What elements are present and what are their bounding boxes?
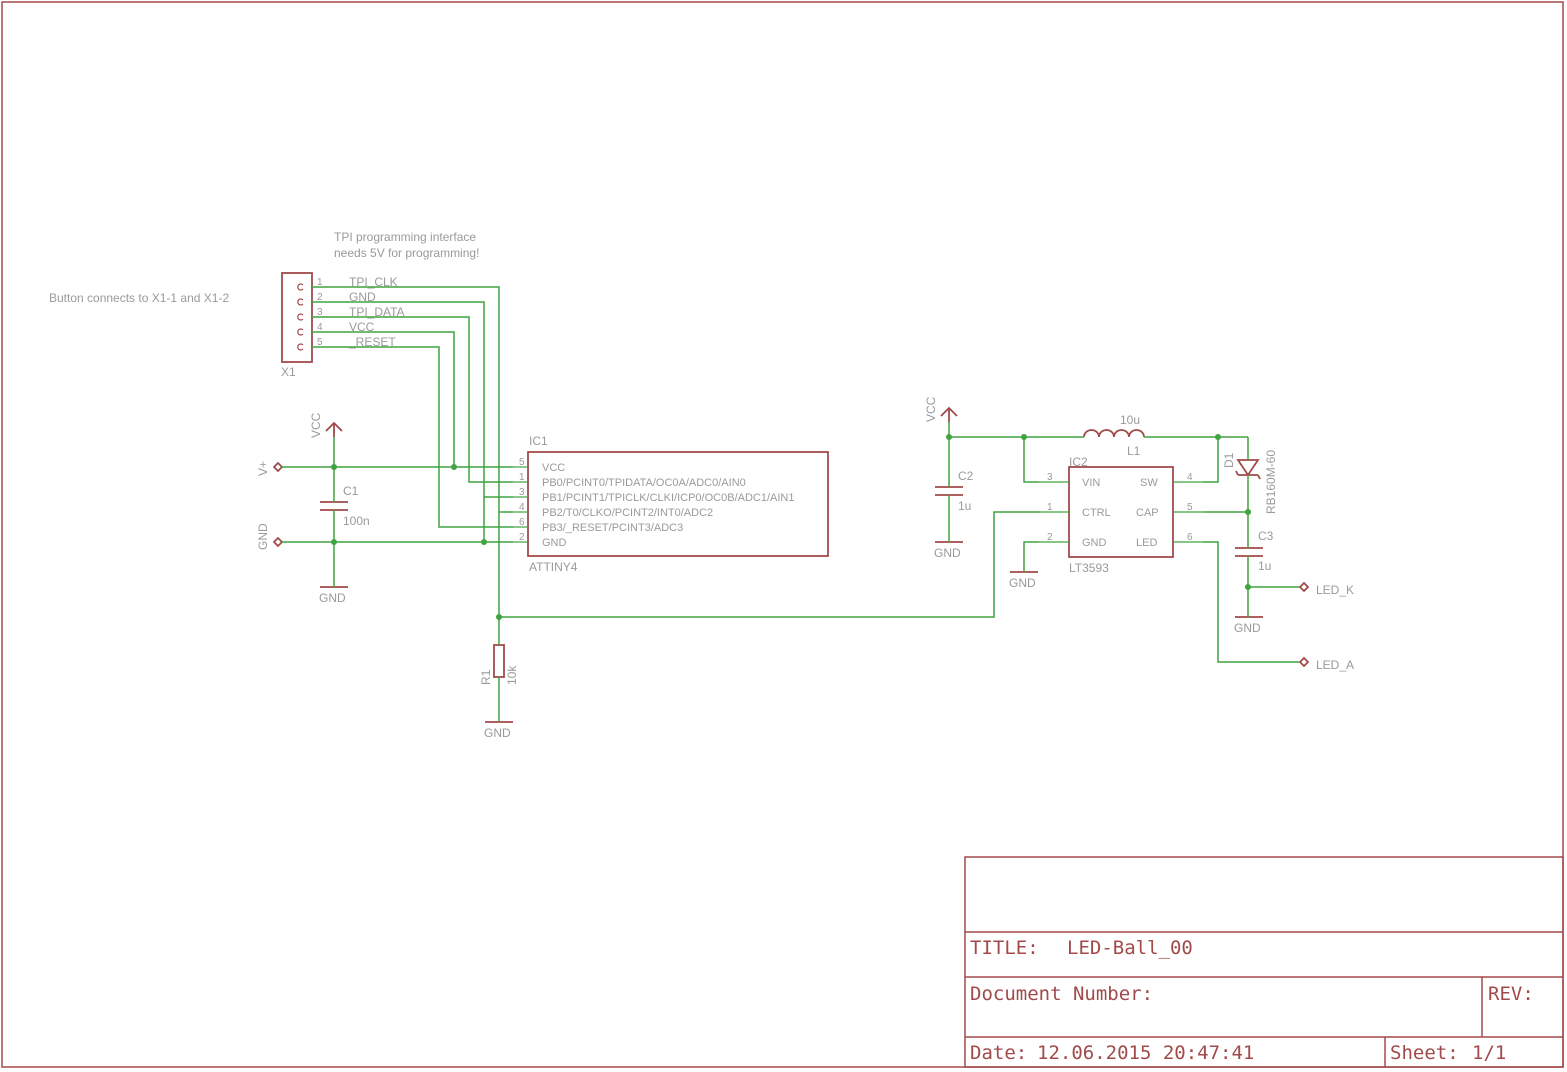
c1-name: C1 xyxy=(343,484,359,498)
c2-gnd-label: GND xyxy=(934,546,961,560)
c1-value: 100n xyxy=(343,514,370,528)
port-led-a-label: LED_A xyxy=(1316,658,1354,672)
c3-name: C3 xyxy=(1258,529,1274,543)
ic2-pin-label: CAP xyxy=(1136,507,1159,519)
note-button: Button connects to X1-1 and X1-2 xyxy=(49,291,229,305)
c2-name: C2 xyxy=(958,469,974,483)
r1-resistor: R1 10k GND xyxy=(479,644,519,740)
ctrl-wires xyxy=(498,511,1039,722)
x1-pin-num-5: 5 xyxy=(317,337,323,348)
ic2-pin-label: LED xyxy=(1136,537,1157,549)
ic1-pin-label: PB2/T0/CLKO/PCINT2/INT0/ADC2 xyxy=(542,507,713,519)
sheet-label: Sheet: xyxy=(1390,1042,1459,1064)
port-led-k-label: LED_K xyxy=(1316,583,1354,597)
note-tpi-line1: TPI programming interface xyxy=(334,230,476,244)
net-label-tpi-data: TPI_DATA xyxy=(349,305,405,319)
ic2-pin-num: 3 xyxy=(1047,472,1053,483)
sheet-value: 1/1 xyxy=(1472,1042,1506,1064)
net-label-tpi-clk: TPI_CLK xyxy=(349,275,398,289)
document-number-label: Document Number: xyxy=(970,983,1153,1005)
ic1-pin-num: 4 xyxy=(519,502,525,513)
left-supply-wires xyxy=(282,437,513,587)
d1-name: D1 xyxy=(1222,452,1236,468)
junction-dots xyxy=(331,434,1251,620)
ic2-pin-label: VIN xyxy=(1082,477,1100,489)
ic1-pin-label: PB1/PCINT1/TPICLK/CLKI/ICP0/OC0B/ADC1/AI… xyxy=(542,492,794,504)
left-supply: VCC V+ GND C1 100n GND xyxy=(256,412,370,605)
l1-name: L1 xyxy=(1127,444,1141,458)
net-label-vcc: VCC xyxy=(349,320,375,334)
ic1-pin-num: 6 xyxy=(519,517,525,528)
vcc-label-right: VCC xyxy=(924,396,938,422)
ic2-pin-num: 1 xyxy=(1047,502,1053,513)
ic2-gnd-label: GND xyxy=(1009,576,1036,590)
r1-gnd-label: GND xyxy=(484,726,511,740)
ic2-name: IC2 xyxy=(1069,455,1088,469)
ic1-pin-label: PB0/PCINT0/TPIDATA/OC0A/ADC0/AIN0 xyxy=(542,477,746,489)
x1-pin-num-2: 2 xyxy=(317,292,323,303)
x1-pin-num-1: 1 xyxy=(317,277,323,288)
c3-value: 1u xyxy=(1258,559,1271,573)
ic1-pin-num: 5 xyxy=(519,457,525,468)
ic1-part: ATTINY4 xyxy=(529,560,578,574)
x1-pin-num-3: 3 xyxy=(317,307,323,318)
l1-value: 10u xyxy=(1120,413,1140,427)
net-label-gnd: GND xyxy=(349,290,376,304)
date-label: Date: xyxy=(970,1042,1027,1064)
title-label: TITLE: xyxy=(970,937,1039,959)
ic2-pin-num: 5 xyxy=(1187,502,1193,513)
note-tpi-line2: needs 5V for programming! xyxy=(334,246,479,260)
ic2-pin-label: GND xyxy=(1082,537,1107,549)
port-gnd-label: GND xyxy=(256,523,270,550)
gnd-label-c1: GND xyxy=(319,591,346,605)
x1-name: X1 xyxy=(281,365,296,379)
x1-pin-num-4: 4 xyxy=(317,322,323,333)
rev-label: REV: xyxy=(1488,983,1534,1005)
ic2-lt3593: IC2 LT3593 3 1 2 4 5 6 VIN CTRL GND SW C… xyxy=(1039,455,1203,575)
vcc-label-left: VCC xyxy=(309,412,323,438)
ic1-pin-num: 2 xyxy=(519,532,525,543)
driver-section: VCC C2 1u GND 10u L1 D1 RB160M-60 C3 1u … xyxy=(924,396,1354,672)
ic1-pin-num: 1 xyxy=(519,472,525,483)
ic1-pin-label: VCC xyxy=(542,462,565,474)
ic1-attiny4: IC1 ATTINY4 5 1 3 4 6 2 VCC PB0/PCINT0/T… xyxy=(513,434,829,574)
r1-name: R1 xyxy=(479,669,493,685)
title-value: LED-Ball_00 xyxy=(1067,937,1193,959)
c3-gnd-label: GND xyxy=(1234,621,1261,635)
ic2-pin-label: CTRL xyxy=(1082,507,1111,519)
ic2-pin-num: 2 xyxy=(1047,532,1053,543)
ic1-name: IC1 xyxy=(529,434,548,448)
ic2-part: LT3593 xyxy=(1069,561,1109,575)
ic1-pin-num: 3 xyxy=(519,487,525,498)
ic1-pin-label: GND xyxy=(542,537,567,549)
ic2-pin-label: SW xyxy=(1140,477,1158,489)
ic2-pin-num: 4 xyxy=(1187,472,1193,483)
d1-part: RB160M-60 xyxy=(1264,450,1278,514)
c2-value: 1u xyxy=(958,499,971,513)
title-block: TITLE: LED-Ball_00 Document Number: REV:… xyxy=(964,856,1564,1068)
connector-x1: X1 1 2 3 4 5 TPI_CLK GND TPI_DATA VCC _R… xyxy=(281,272,405,379)
date-value: 12.06.2015 20:47:41 xyxy=(1037,1042,1254,1064)
r1-value: 10k xyxy=(505,665,519,685)
port-vplus-label: V+ xyxy=(256,461,270,476)
x1-wires xyxy=(312,286,513,617)
ic2-pin-num: 6 xyxy=(1187,532,1193,543)
ic1-pin-label: PB3/_RESET/PCINT3/ADC3 xyxy=(542,522,683,534)
net-label-reset: _RESET xyxy=(348,335,396,349)
